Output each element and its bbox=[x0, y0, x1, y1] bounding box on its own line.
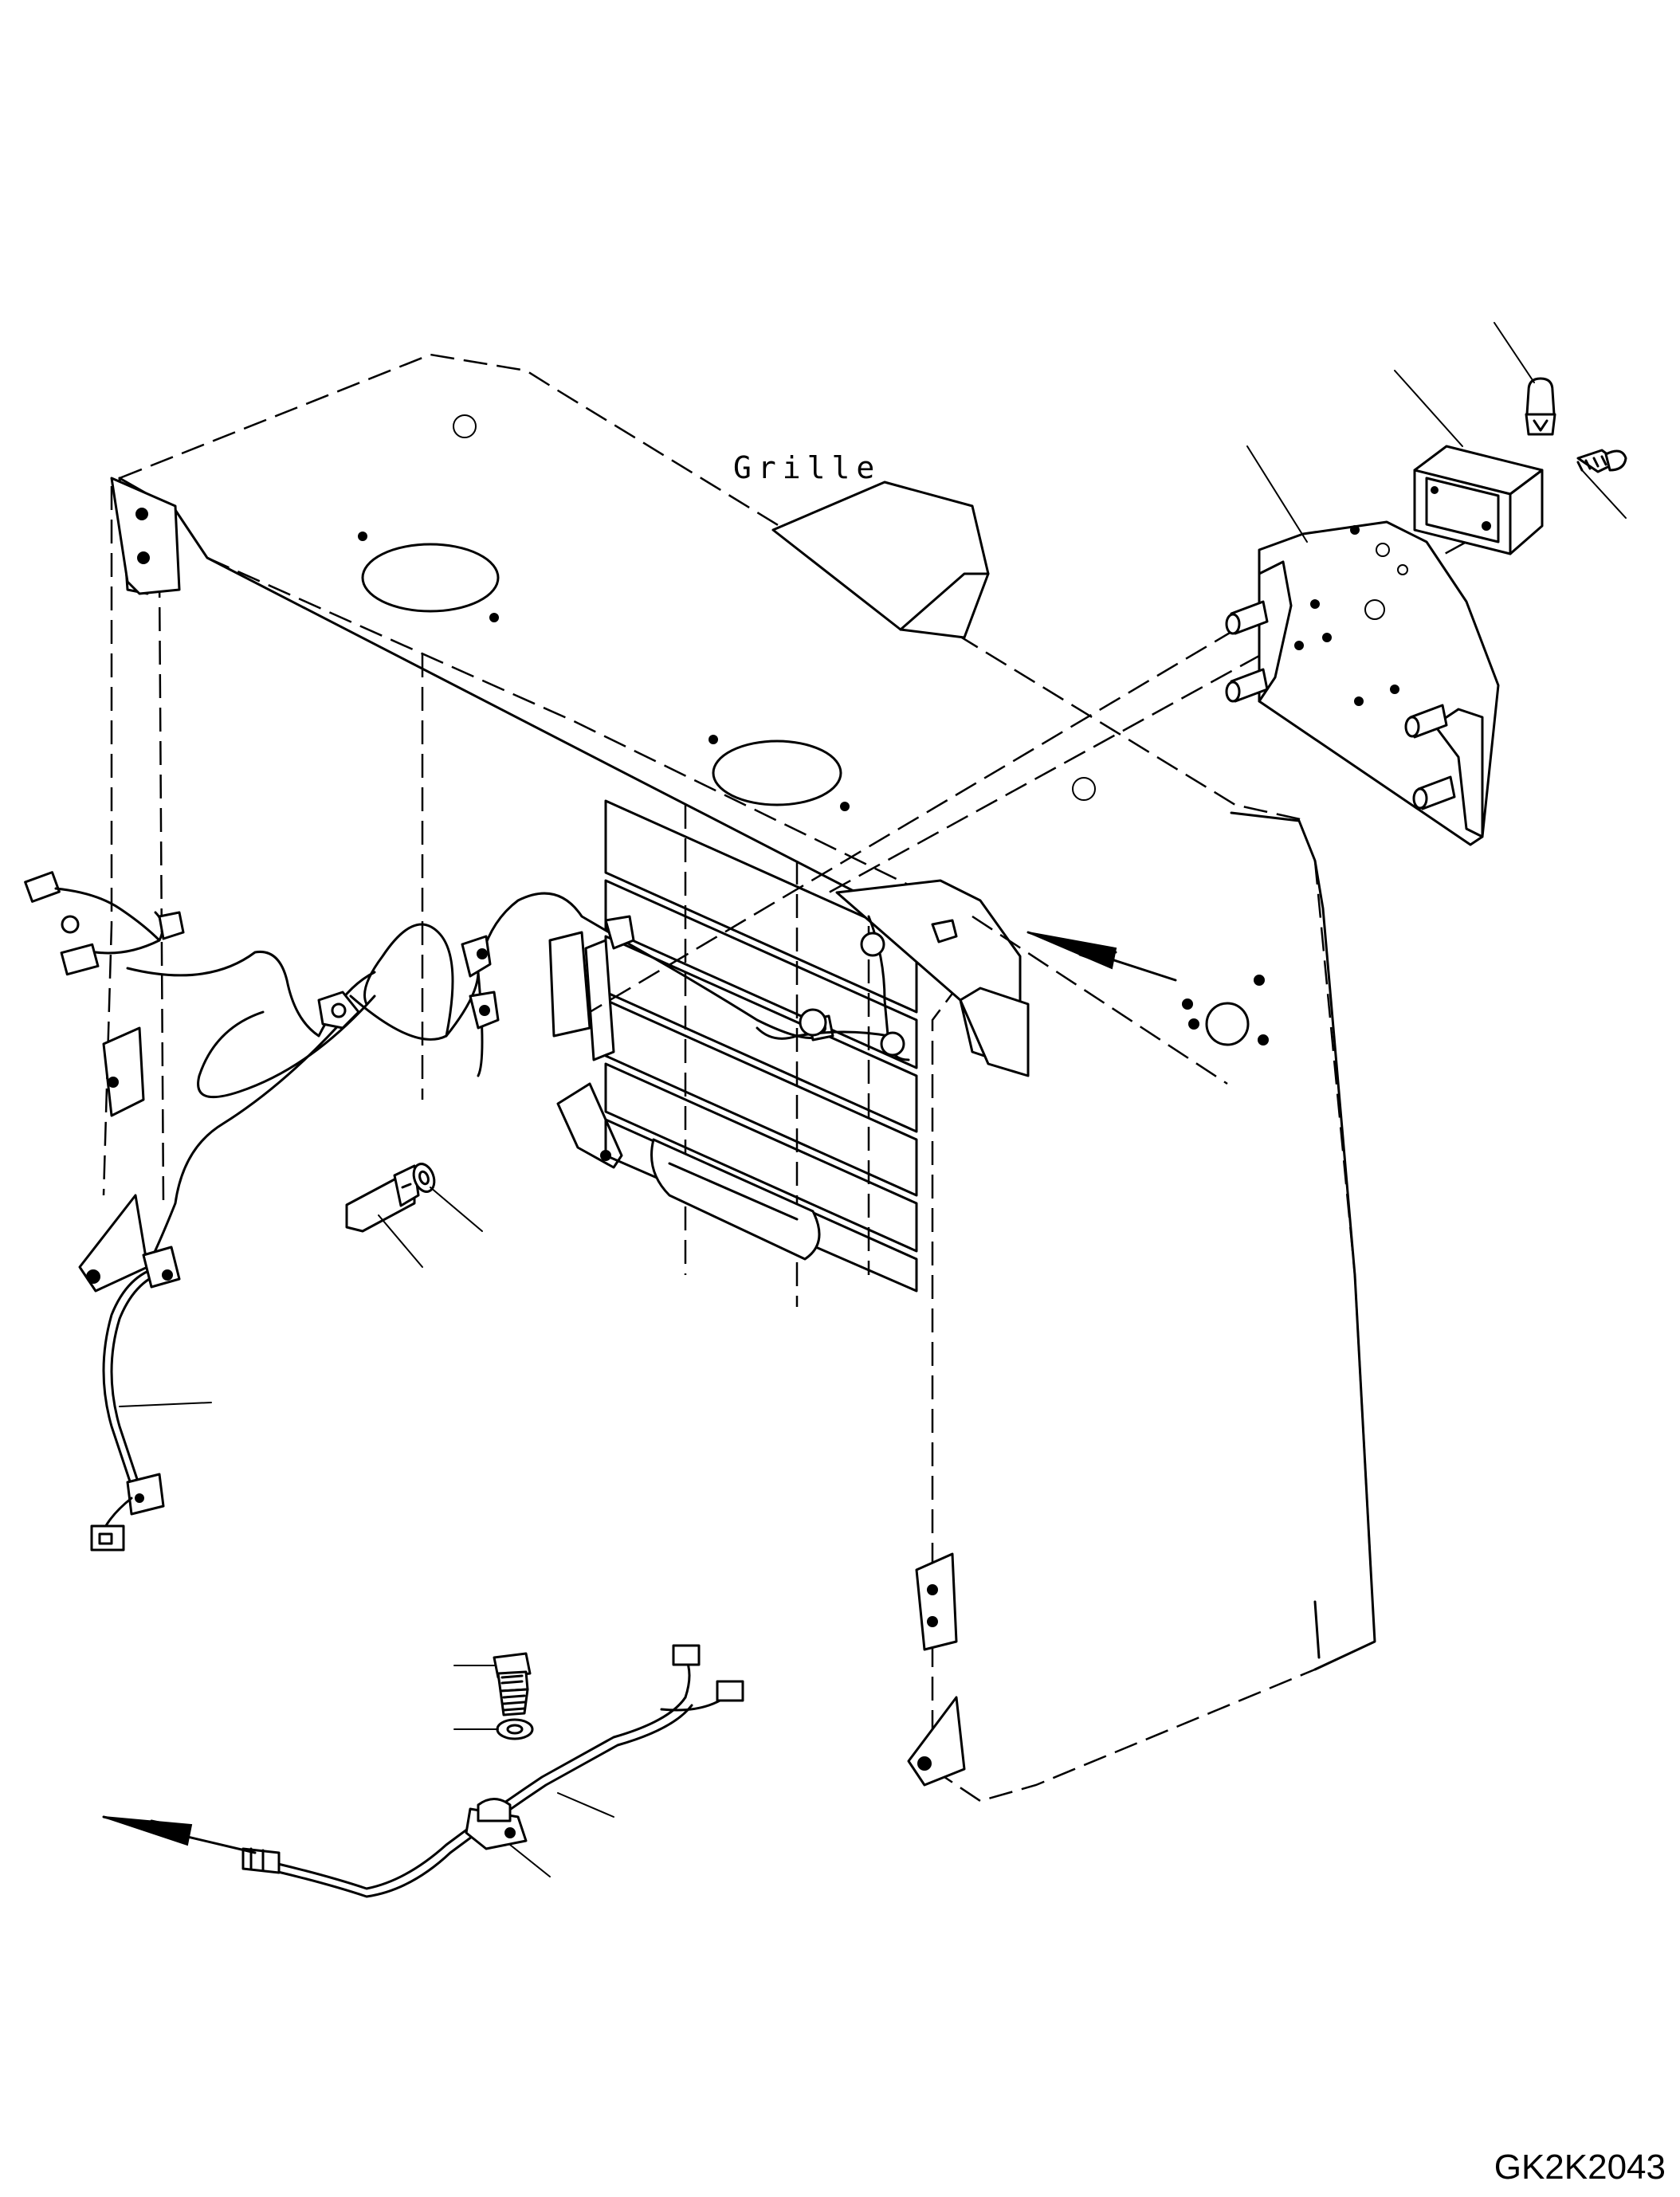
grille-harness bbox=[24, 871, 834, 1269]
callout-leaders bbox=[119, 322, 1627, 1877]
lamp-housing bbox=[1413, 445, 1544, 555]
harness-lower bbox=[241, 1644, 744, 1898]
mounting-plate bbox=[1225, 520, 1500, 846]
direction-arrows bbox=[102, 931, 1177, 1854]
bolt-and-washer bbox=[345, 1163, 436, 1233]
bulb bbox=[1525, 377, 1556, 436]
grille-label: Grille bbox=[733, 450, 881, 485]
latch-linkage bbox=[756, 879, 1030, 1077]
bolt-lower bbox=[493, 1652, 534, 1740]
drawing-id: GK2K2043 bbox=[1494, 2148, 1666, 2187]
harness-left bbox=[90, 1246, 181, 1552]
grille-frame bbox=[78, 353, 1376, 1803]
screw-top-right bbox=[1576, 449, 1627, 473]
grille-louvers bbox=[548, 799, 918, 1307]
